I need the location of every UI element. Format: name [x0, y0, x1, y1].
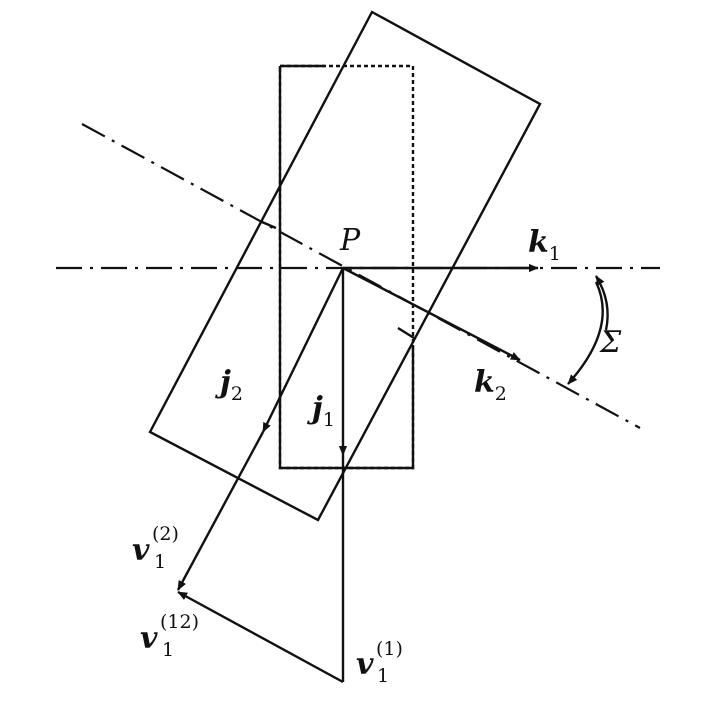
v1-2-label: v [132, 533, 150, 568]
vertical-rectangle-dotted [278, 64, 415, 470]
tilted-rectangle [148, 10, 542, 522]
v1-1-sup: (1) [376, 638, 403, 660]
j1-label: j1 [307, 391, 335, 431]
sigma-arc-lower [567, 281, 604, 385]
vector-v1-2-arrow [176, 431, 265, 591]
k2-label: k2 [474, 365, 507, 405]
v1-1-sub: 1 [377, 665, 389, 687]
v1-2-sup: (2) [152, 523, 179, 545]
vector-v1-12-arrow [177, 590, 344, 684]
tilted-axis-line [81, 123, 641, 429]
tick-mark-lower [397, 326, 415, 340]
sigma-arc-upper [594, 275, 609, 331]
v1-12-label: v [140, 621, 158, 656]
k1-label: k1 [528, 225, 561, 265]
v1-1-label: v [356, 647, 374, 682]
sigma-label: Σ [599, 325, 622, 360]
v1-2-sub: 1 [154, 551, 166, 573]
v1-12-sup: (12) [160, 611, 199, 633]
vector-j2-arrow [261, 267, 345, 433]
v1-12-sub: 1 [162, 639, 174, 661]
vector-k2-arrow [342, 266, 521, 362]
point-P-label: P [339, 223, 361, 258]
tick-mark-upper [261, 220, 277, 230]
j2-label: j2 [215, 365, 243, 405]
